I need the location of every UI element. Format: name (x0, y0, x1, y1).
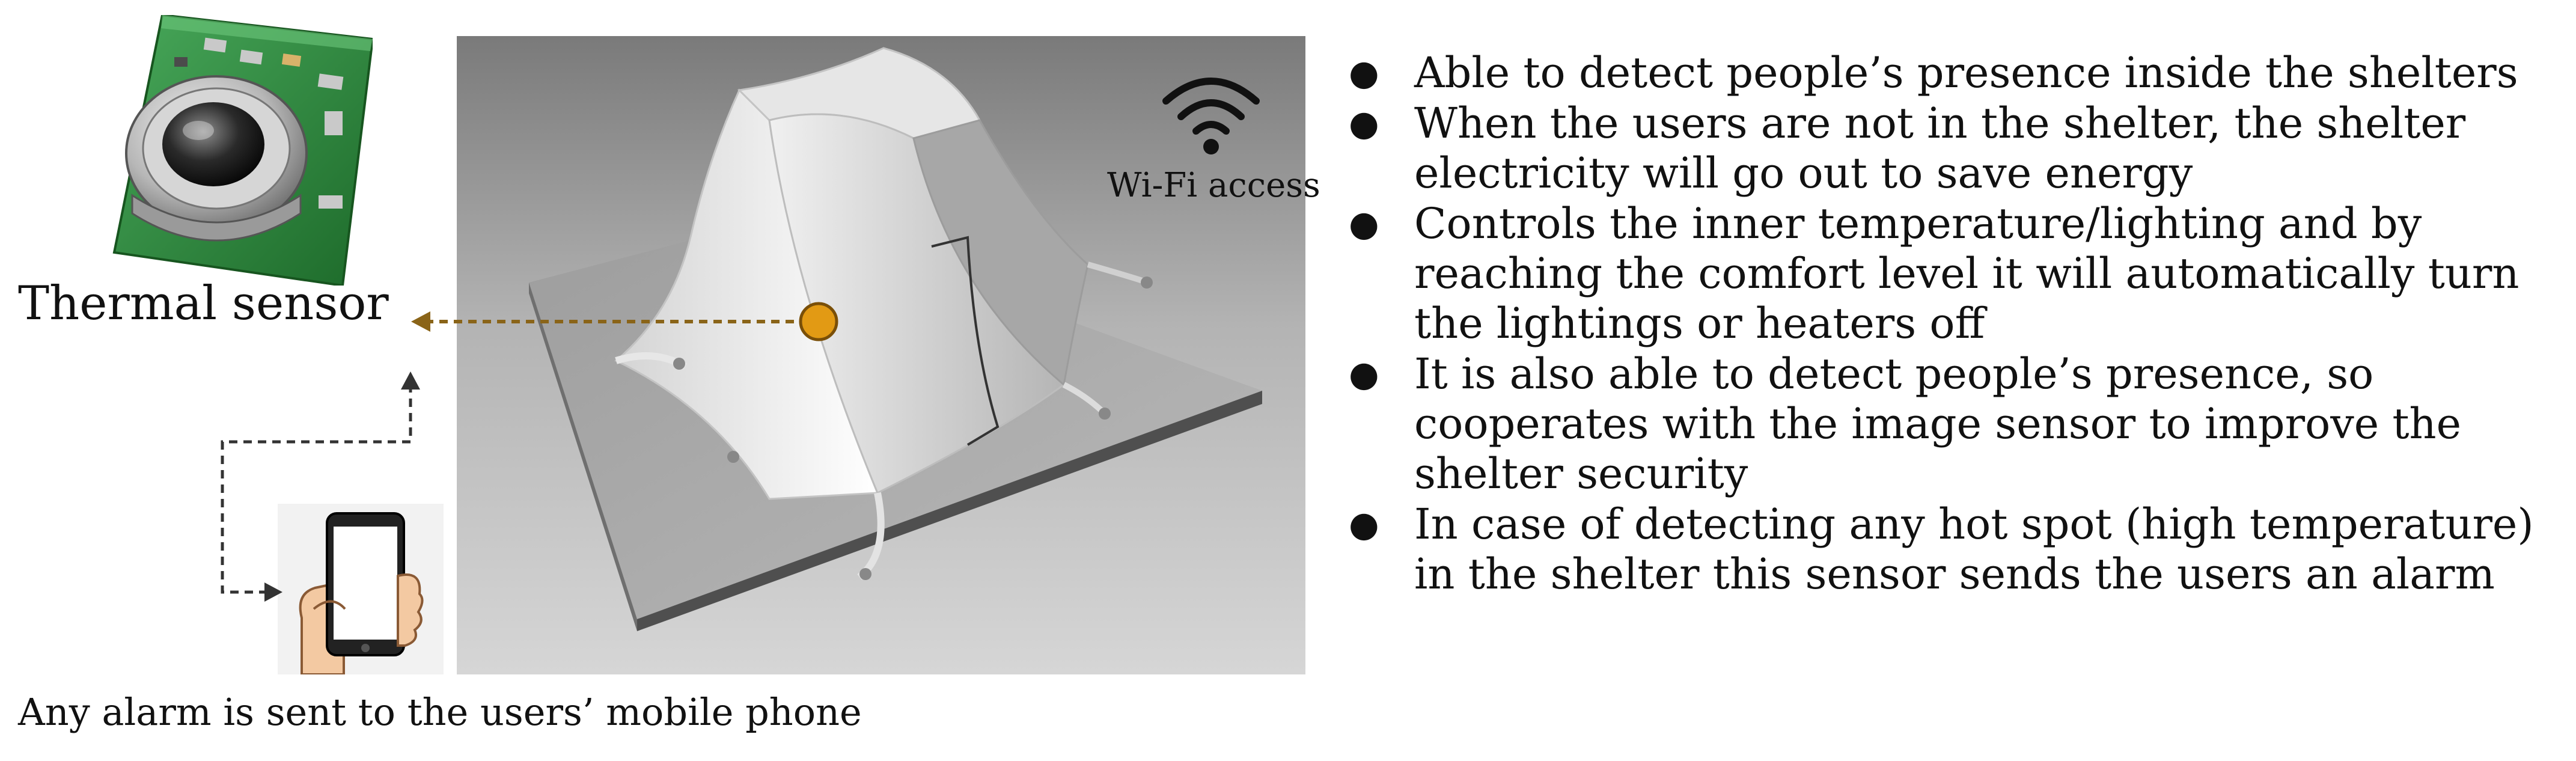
feature-text: Controls the inner temperature/lighting … (1414, 199, 2520, 348)
thermal-sensor-icon (112, 15, 373, 286)
smartphone-in-hand-icon (278, 504, 444, 674)
list-item: ●Able to detect people’s presence inside… (1349, 48, 2518, 97)
feature-text: It is also able to detect people’s prese… (1414, 349, 2462, 498)
alarm-note: Any alarm is sent to the users’ mobile p… (18, 690, 862, 734)
feature-list: ●Able to detect people’s presence inside… (1345, 48, 2559, 600)
list-item: ●When the users are not in the shelter, … (1349, 99, 2466, 198)
sensor-location-marker (799, 302, 838, 341)
feature-text: In case of detecting any hot spot (high … (1414, 500, 2534, 599)
list-item: ●In case of detecting any hot spot (high… (1349, 500, 2534, 599)
wifi-icon (1162, 78, 1260, 154)
sensor-arrow-head (411, 311, 430, 332)
feature-text: Able to detect people’s presence inside … (1414, 48, 2518, 97)
feature-text: When the users are not in the shelter, t… (1414, 99, 2466, 198)
thermal-sensor-label: Thermal sensor (18, 277, 389, 331)
phone-to-sensor-connector (221, 390, 412, 594)
connector-arrow-head-up (401, 371, 420, 390)
list-item: ●Controls the inner temperature/lighting… (1349, 199, 2520, 348)
connector-arrow-head-right (264, 582, 282, 602)
wifi-access-label: Wi-Fi access (1107, 166, 1320, 205)
list-item: ●It is also able to detect people’s pres… (1349, 349, 2462, 498)
shelter-render (457, 36, 1305, 674)
